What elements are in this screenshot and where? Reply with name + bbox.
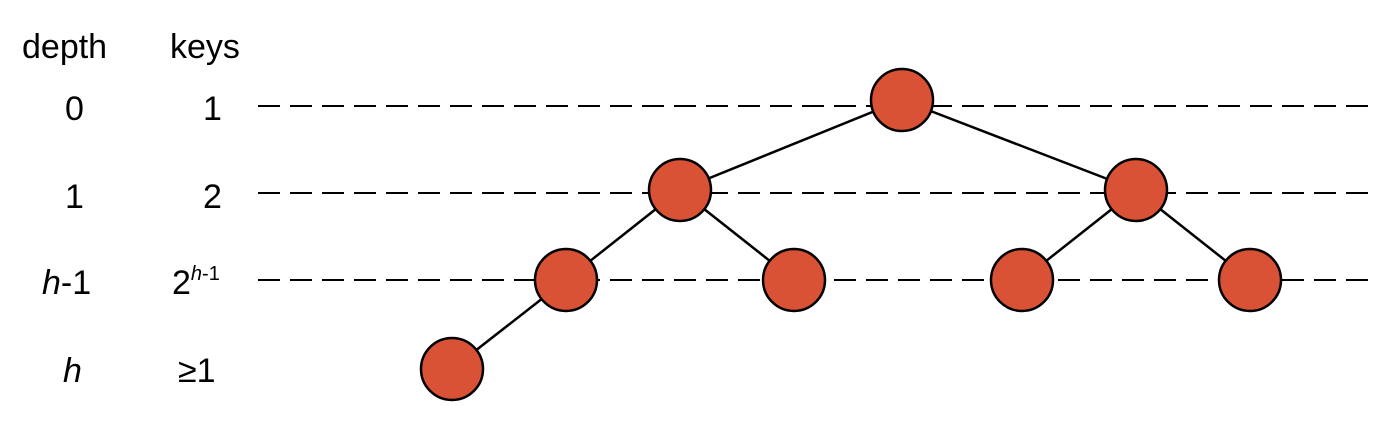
tree-edge — [679, 98, 903, 192]
tree-node — [533, 247, 599, 313]
keys-exp-suffix: -1 — [202, 262, 220, 285]
keys-label-h: ≥1 — [178, 352, 216, 390]
keys-label-h-minus-1: 2h-1 — [172, 262, 220, 302]
tree-node — [761, 247, 827, 313]
keys-base: 2 — [172, 264, 191, 302]
tree-edge — [901, 98, 1137, 192]
keys-label-0: 1 — [203, 90, 222, 128]
keys-header: keys — [170, 28, 240, 66]
tree-node — [1217, 247, 1283, 313]
tree-node — [1103, 157, 1169, 223]
depth-label-1: 1 — [65, 178, 84, 216]
depth-var-h: h — [42, 264, 61, 302]
tree-node-root — [869, 67, 935, 133]
keys-exp-var: h — [190, 262, 203, 285]
tree-node — [647, 157, 713, 223]
tree-node-leaf — [419, 336, 485, 402]
depth-label-h-minus-1: h-1 — [42, 266, 91, 300]
keys-label-1: 2 — [203, 178, 222, 216]
depth-label-h: h — [63, 352, 82, 390]
tree-node — [989, 247, 1055, 313]
depth-suffix: -1 — [60, 264, 92, 302]
depth-header: depth — [22, 28, 108, 66]
depth-label-0: 0 — [65, 90, 84, 128]
